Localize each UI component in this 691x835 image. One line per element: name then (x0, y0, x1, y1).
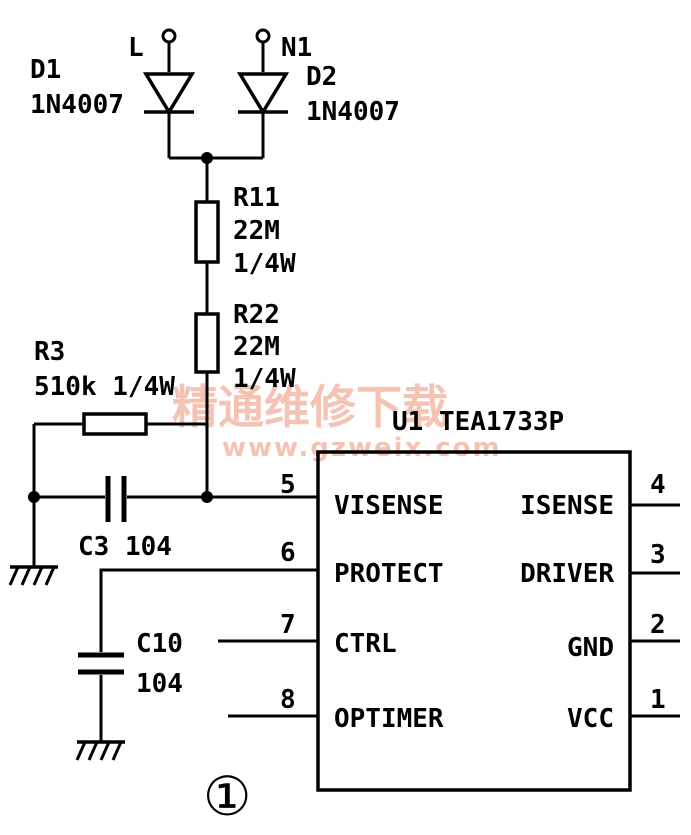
pin-number: 8 (280, 685, 296, 715)
r11-ref: R11 (233, 183, 280, 213)
terminal-n1 (255, 28, 271, 72)
r3-ref: R3 (34, 337, 65, 367)
pin-name: GND (567, 633, 614, 663)
pin-number: 5 (280, 470, 296, 500)
r22-ref: R22 (233, 300, 280, 330)
pin-name: VCC (567, 704, 614, 734)
r11-value: 22M (233, 216, 280, 246)
pin-name: OPTIMER (334, 704, 444, 734)
d2-ref: D2 (306, 62, 337, 92)
pin-number: 6 (280, 538, 296, 568)
ground-symbol (8, 565, 58, 586)
pin-name: PROTECT (334, 559, 444, 589)
terminal-n1-label: N1 (281, 33, 312, 63)
r3-value: 510k 1/4W (34, 372, 175, 402)
watermark-url: www.gzweix.com (222, 433, 502, 463)
pin-name: VISENSE (334, 491, 444, 521)
d2-part: 1N4007 (306, 97, 400, 127)
resistor-r11 (194, 200, 220, 264)
pin-number: 1 (650, 685, 666, 715)
c10-ref: C10 (136, 629, 183, 659)
pin-name: ISENSE (520, 491, 614, 521)
r22-value: 22M (233, 332, 280, 362)
pin-number: 4 (650, 470, 666, 500)
c10-value: 104 (136, 669, 183, 699)
capacitor-c3 (105, 476, 127, 522)
c3-label: C3 104 (78, 532, 172, 562)
diode-d2 (236, 72, 290, 158)
pin-number: 2 (650, 610, 666, 640)
terminal-l-label: L (128, 33, 144, 63)
diode-d1 (142, 72, 196, 158)
wire (99, 568, 318, 652)
pin-name: CTRL (334, 629, 397, 659)
pin-number: 7 (280, 610, 296, 640)
ic-u1-body (316, 450, 632, 792)
capacitor-c10 (78, 652, 124, 675)
ic-title: U1 TEA1733P (392, 407, 564, 437)
resistor-r3 (82, 412, 148, 436)
junction-dot (201, 491, 213, 503)
resistor-r22 (194, 312, 220, 374)
pin-name: DRIVER (520, 559, 614, 589)
watermark-title: 精通维修下载 (172, 380, 448, 434)
ground-symbol (75, 740, 125, 761)
d1-ref: D1 (30, 55, 61, 85)
d1-part: 1N4007 (30, 90, 124, 120)
figure-number: ① (203, 765, 251, 828)
pin-number: 3 (650, 540, 666, 570)
r22-power: 1/4W (233, 364, 296, 394)
terminal-l (161, 28, 177, 72)
r11-power: 1/4W (233, 249, 296, 279)
